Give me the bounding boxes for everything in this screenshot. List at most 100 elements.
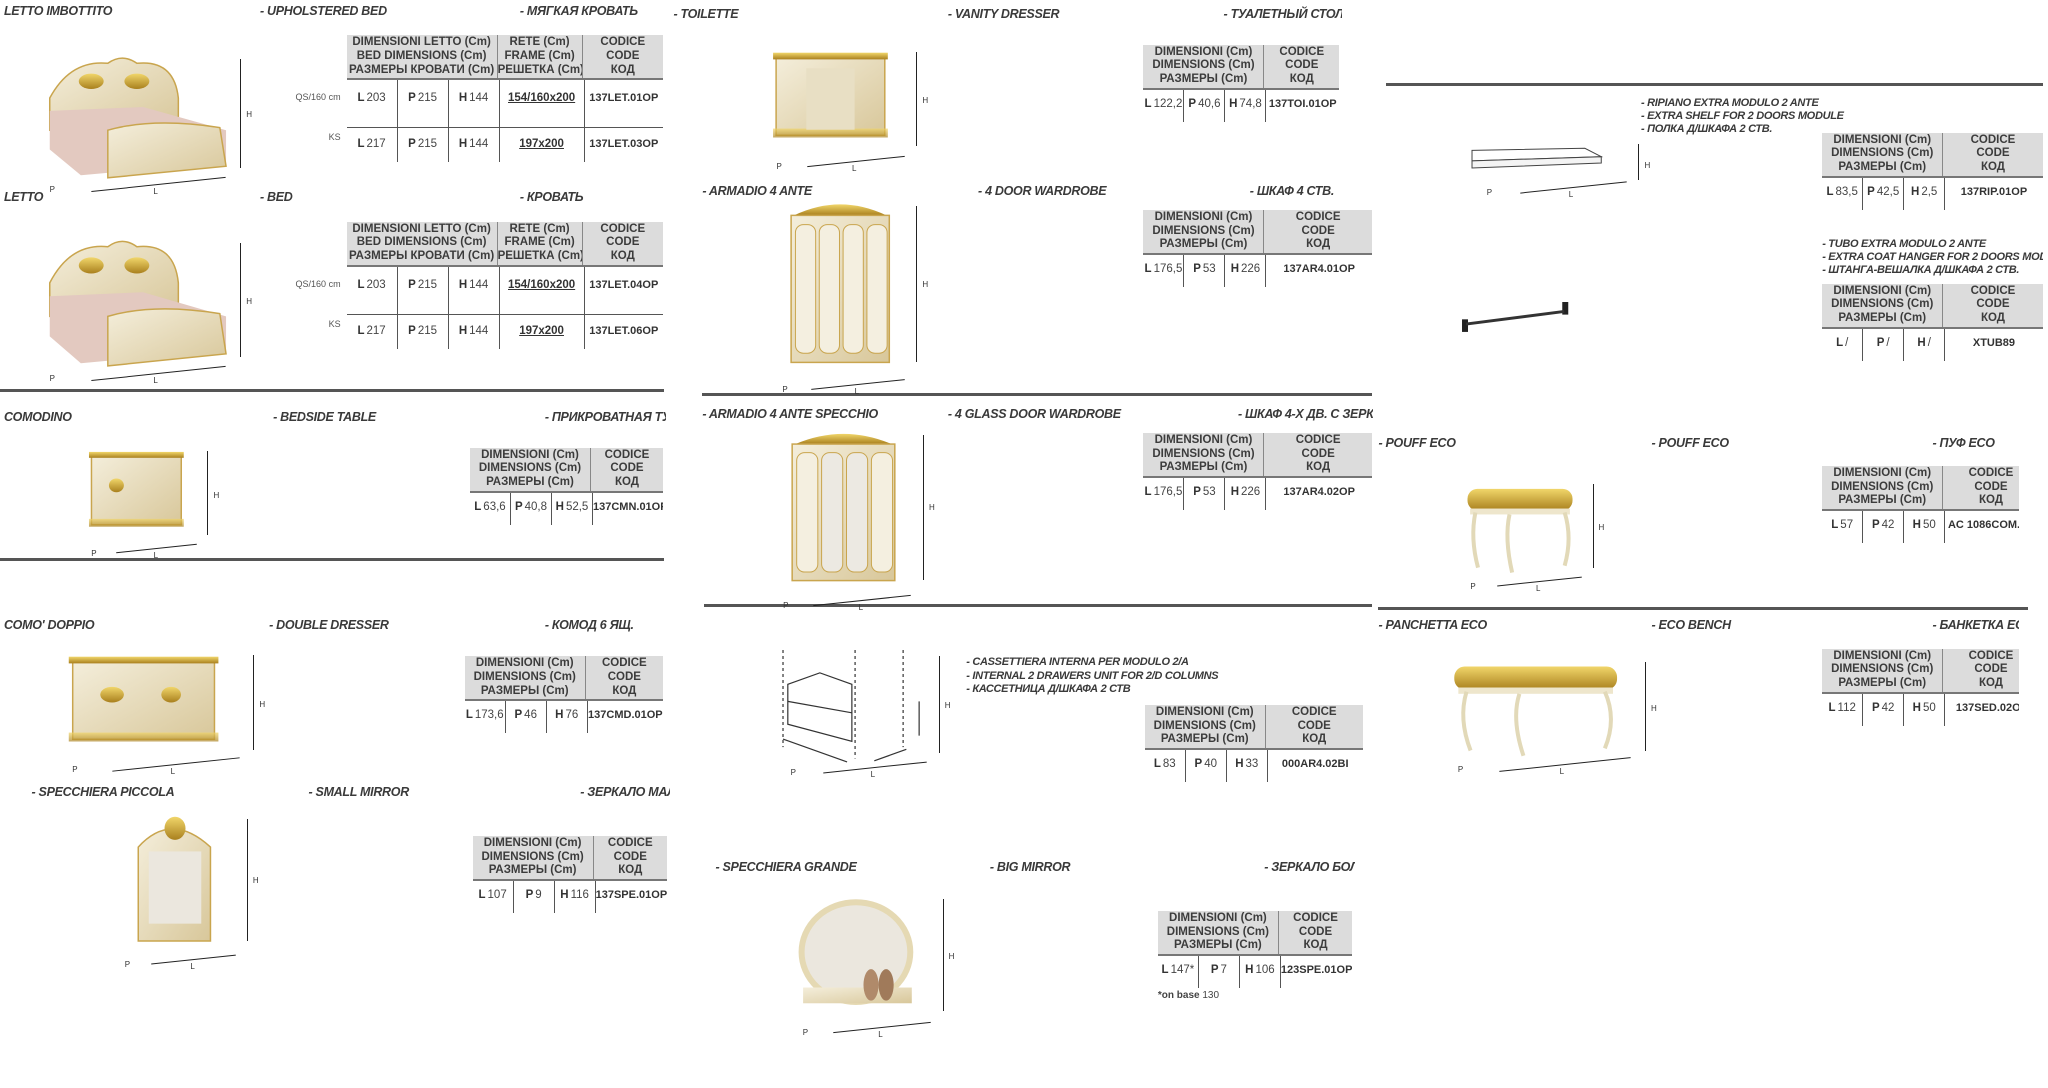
product-specchiera-piccola: - SPECCHIERA PICCOLA- SMALL MIRROR- ЗЕРК… (0, 0, 670, 1088)
length-mark: L (153, 187, 158, 197)
frame-size: 154/160x200 (500, 266, 585, 314)
header-line: КОД (1978, 494, 2003, 507)
length-mark: L (1559, 767, 1565, 777)
header-dimensions: DIMENSIONI (Cm)DIMENSIONS (Cm)РАЗМЕРЫ (C… (470, 448, 590, 491)
length-mark: L (190, 961, 195, 971)
height-guide-line (253, 655, 255, 751)
spec-table: DIMENSIONI (Cm)DIMENSIONS (Cm)РАЗМЕРЫ (C… (1157, 911, 1353, 989)
header-line: FRAME (Cm) (504, 50, 575, 63)
header-line: РАЗМЕРЫ (Cm) (1174, 939, 1262, 952)
header-line: РАЗМЕРЫ (Cm) (1159, 461, 1248, 474)
header-dimensions: DIMENSIONI (Cm)DIMENSIONS (Cm)РАЗМЕРЫ (C… (1143, 210, 1263, 253)
frame-size: 197x200 (500, 314, 585, 349)
dim-label: L (1826, 185, 1834, 198)
product-code: XTUB89 (1972, 336, 2016, 349)
header-line: РЕШЕТКА (Cm) (497, 250, 582, 263)
dim-label: P (1871, 519, 1880, 532)
header-line: DIMENSIONS (Cm) (1153, 719, 1256, 732)
dim-label: P (408, 92, 416, 105)
dim-value: 42 (1881, 519, 1895, 532)
height-mark: H (246, 110, 253, 120)
dim-value: 57 (1840, 519, 1854, 532)
header-line: DIMENSIONS (Cm) (1152, 447, 1255, 460)
height-guide-line (246, 818, 248, 942)
product-toilette: - TOILETTE- VANITY DRESSER- ТУАЛЕТНЫЙ СТ… (670, 0, 1341, 1088)
header-line: КОД (618, 864, 643, 877)
dim-label: P (1871, 701, 1880, 714)
title-it: - TOILETTE (673, 6, 739, 21)
header-line: КОД (612, 684, 637, 697)
spec-table: DIMENSIONI (Cm)DIMENSIONS (Cm)РАЗМЕРЫ (C… (1144, 704, 1363, 782)
dim-value: 226 (1241, 486, 1261, 499)
header-line: РАЗМЕРЫ (Cm) (480, 684, 569, 697)
dim-label: P (1867, 185, 1875, 198)
dim-value: 215 (417, 278, 437, 291)
product-letto-imbottito: LETTO IMBOTTITO- UPHOLSTERED BED- МЯГКАЯ… (0, 0, 670, 1088)
header-line: DIMENSIONI (Cm) (481, 448, 579, 461)
header-line: DIMENSIONI (Cm) (1155, 705, 1254, 718)
spec-table: DIMENSIONI (Cm)DIMENSIONS (Cm)РАЗМЕРЫ (C… (1822, 283, 2043, 361)
title-en: - BEDSIDE TABLE (273, 409, 376, 424)
dim-label: H (1230, 263, 1240, 276)
dim-value: 176,5 (1153, 486, 1183, 499)
header-line: CODE (1974, 480, 2008, 493)
dim-value: / (1845, 336, 1849, 349)
depth-mark: P (124, 959, 131, 969)
product-code: 137LET.01OP (589, 92, 659, 105)
header-line: DIMENSIONI (Cm) (475, 657, 574, 670)
header-line: КОД (1980, 311, 2005, 324)
header-dimensions: DIMENSIONI (Cm)DIMENSIONS (Cm)РАЗМЕРЫ (C… (1822, 284, 1942, 327)
dim-label: P (1210, 964, 1219, 977)
product-code: 137CMD.01OP (588, 709, 663, 722)
product-code: AC 1086COM.OP (1947, 519, 2019, 532)
header-line: CODE (1285, 59, 1319, 72)
header-line: DIMENSIONS (Cm) (1831, 480, 1934, 493)
header-line: РАЗМЕРЫ (Cm) (1838, 160, 1927, 173)
header-line: CODE (1301, 224, 1335, 237)
length-guide-line (1498, 757, 1631, 773)
length-mark: L (1535, 583, 1541, 593)
dim-label: L (357, 278, 365, 291)
product-code: 137TOI.01OP (1268, 97, 1337, 110)
header-line: КОД (1978, 676, 2003, 689)
dim-value: 53 (1202, 263, 1216, 276)
title-en: - BED (259, 190, 293, 205)
spec-table: DIMENSIONI LETTO (Cm)BED DIMENSIONS (Cm)… (296, 35, 663, 163)
dim-label: L (357, 138, 365, 151)
title-ru: - БАНКЕТКА ECO (1932, 618, 2019, 633)
title-en: - POUFF ECO (1651, 435, 1730, 450)
product-code: 137LET.06OP (589, 324, 659, 337)
dim-value: 112 (1837, 701, 1856, 714)
caption-line: - ШТАНГА-ВЕШАЛКА Д/ШКАФА 2 СТВ. (1822, 263, 2020, 276)
footnote-value: 130 (1202, 989, 1220, 1001)
dim-label: P (408, 324, 416, 337)
product-code: 137SED.02OP (1955, 701, 2020, 714)
dim-value: 50 (1922, 701, 1936, 714)
title-it: LETTO IMBOTTITO (3, 3, 113, 18)
header-line: CODICE (1295, 434, 1341, 447)
dim-label: H (1912, 519, 1921, 532)
